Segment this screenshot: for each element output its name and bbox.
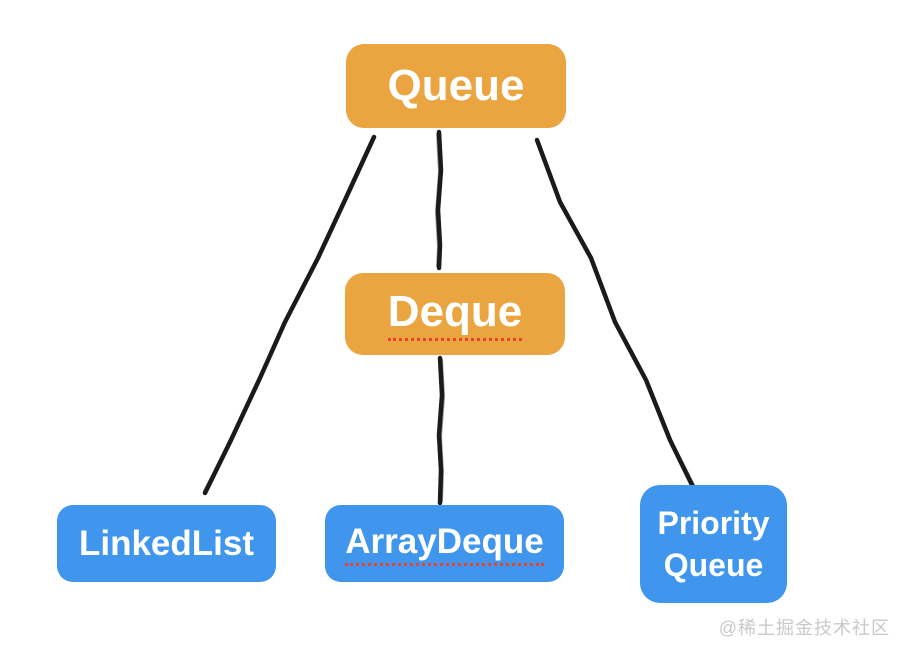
edge-queue-linkedlist — [202, 134, 377, 496]
node-arraydeque-label: ArrayDeque — [345, 522, 544, 566]
node-linkedlist-label: LinkedList — [78, 523, 255, 563]
node-queue-label: Queue — [387, 61, 525, 110]
node-queue: Queue — [346, 44, 566, 128]
edge-deque-arraydeque-texture — [440, 359, 445, 502]
node-priorityqueue-label-line2: Queue — [663, 547, 764, 583]
node-priorityqueue: Priority Queue — [640, 485, 787, 603]
edge-queue-priorityqueue — [534, 137, 696, 490]
edge-queue-priorityqueue-texture — [538, 141, 695, 486]
edge-queue-linkedlist-texture — [203, 138, 373, 492]
node-deque-label: Deque — [387, 287, 523, 341]
edge-queue-deque-texture — [435, 133, 440, 267]
edge-deque-arraydeque — [436, 355, 445, 506]
node-arraydeque: ArrayDeque — [325, 505, 564, 582]
node-priorityqueue-label-line1: Priority — [657, 505, 770, 541]
edge-queue-deque — [435, 129, 444, 271]
node-linkedlist: LinkedList — [57, 505, 276, 582]
watermark: @稀土掘金技术社区 — [718, 618, 890, 638]
node-deque: Deque — [345, 273, 565, 355]
